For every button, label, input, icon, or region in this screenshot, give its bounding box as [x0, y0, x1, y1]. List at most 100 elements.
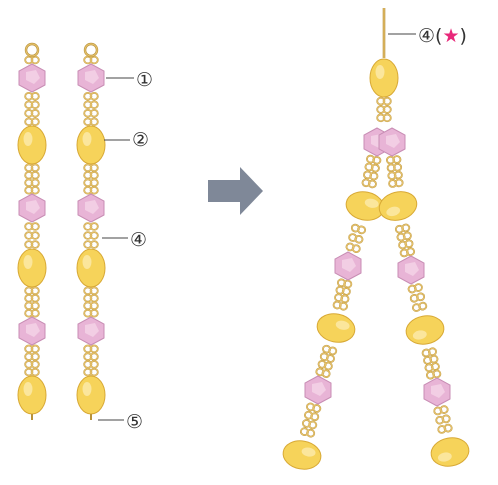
chain-ring-highlight: [328, 346, 337, 355]
chain-ring-highlight: [403, 231, 412, 240]
chain-ring-highlight: [441, 414, 451, 423]
chain-link: [411, 301, 428, 312]
chain-ring-highlight: [312, 404, 321, 413]
chain-ring-highlight: [83, 186, 92, 195]
yellow-bead: [76, 248, 106, 288]
chain-link: [299, 427, 316, 438]
chain-link: [363, 170, 379, 181]
label-top-number: ④: [418, 25, 435, 47]
chain-ring-highlight: [398, 241, 407, 250]
chain-ring-highlight: [333, 301, 342, 309]
chain-ring-highlight: [401, 223, 410, 232]
chain-ring-highlight: [439, 405, 449, 414]
yellow-bead-body: [405, 315, 445, 345]
chain-link: [24, 293, 40, 303]
chain-ring-highlight: [24, 92, 33, 101]
chain-ring-highlight: [345, 242, 355, 251]
yellow-bead: [17, 125, 47, 165]
yellow-bead-highlight: [23, 132, 33, 146]
chain-ring-highlight: [83, 240, 92, 249]
yellow-bead-highlight: [412, 330, 427, 340]
yellow-bead: [17, 248, 47, 288]
chain-ring-highlight: [83, 100, 92, 109]
pink-bead-facet: [405, 262, 419, 276]
chain-ring-highlight: [324, 362, 333, 371]
chain-ring-highlight: [90, 222, 99, 231]
chain-ring-highlight: [433, 407, 442, 415]
chain-ring-highlight: [368, 180, 377, 188]
chain-link: [83, 100, 99, 110]
chain-ring-highlight: [315, 367, 325, 376]
yellow-bead-body: [369, 58, 399, 98]
label-5: ⑤: [126, 411, 143, 433]
chain-link: [350, 223, 367, 235]
chain-ring-highlight: [339, 302, 348, 311]
yellow-bead-body: [17, 125, 47, 165]
chain-link: [345, 242, 361, 254]
pink-bead: [77, 316, 105, 346]
chain-ring-highlight: [306, 402, 315, 411]
yellow-bead-highlight: [82, 255, 92, 269]
chain-ring-highlight: [83, 360, 92, 369]
chain-link: [24, 231, 40, 240]
chain-ring-highlight: [387, 163, 396, 172]
chain-link: [364, 162, 380, 173]
pink-bead-facet: [342, 258, 356, 272]
chain-ring-highlight: [443, 424, 453, 433]
chain-ring-highlight: [361, 178, 371, 187]
chain-link: [317, 359, 333, 371]
chain-ring-highlight: [304, 411, 313, 420]
chain-ring-highlight: [310, 412, 319, 421]
chain-ring-highlight: [322, 345, 331, 354]
label-top-open-paren: (: [435, 25, 442, 47]
chain-ring-highlight: [31, 352, 40, 361]
chain-link: [83, 352, 99, 361]
chain-ring-highlight: [320, 352, 329, 361]
chain-ring-highlight: [386, 156, 395, 165]
chain-link: [83, 170, 99, 180]
pink-bead-facet: [386, 134, 400, 148]
chain-ring-highlight: [31, 231, 40, 240]
chain-ring-highlight: [90, 360, 99, 369]
label-top-close-paren: ): [460, 25, 467, 47]
chain-link: [394, 223, 411, 234]
chain-link: [385, 155, 402, 165]
chain-ring-highlight: [90, 368, 99, 377]
chain-link: [306, 402, 322, 413]
chain-ring-highlight: [31, 368, 40, 377]
chain-link: [24, 91, 40, 101]
chain-link: [24, 286, 40, 296]
chain-link: [348, 233, 364, 244]
chain-ring-highlight: [306, 429, 315, 438]
chain-ring-highlight: [90, 92, 99, 101]
chain-ring-highlight: [31, 109, 40, 118]
chain-ring-highlight: [412, 303, 421, 312]
chain-ring-highlight: [371, 164, 380, 173]
chain-link: [387, 170, 403, 181]
chain-ring-highlight: [414, 283, 423, 292]
yellow-bead: [405, 315, 445, 345]
yellow-bead: [17, 375, 47, 415]
pink-bead: [77, 63, 105, 93]
chain-ring-highlight: [317, 360, 327, 369]
yellow-bead: [378, 191, 418, 221]
chain-ring-highlight: [90, 186, 99, 195]
chain-link: [83, 367, 99, 377]
chain-ring-highlight: [376, 97, 385, 106]
chain-ring-highlight: [354, 235, 364, 244]
chain-link: [24, 301, 40, 311]
chain-ring-highlight: [83, 344, 92, 353]
chain-link: [83, 231, 99, 240]
pink-bead-facet: [85, 70, 99, 84]
yellow-bead: [430, 437, 470, 467]
chain-ring-highlight: [24, 360, 33, 369]
chain-link: [398, 239, 414, 250]
chain-ring-highlight: [395, 225, 404, 234]
chain-ring-highlight: [83, 117, 92, 126]
chain-ring-highlight: [90, 231, 99, 240]
chain-ring-highlight: [366, 155, 375, 164]
chain-link: [301, 419, 318, 430]
chain-link: [83, 286, 99, 296]
yellow-bead-body: [17, 375, 47, 415]
